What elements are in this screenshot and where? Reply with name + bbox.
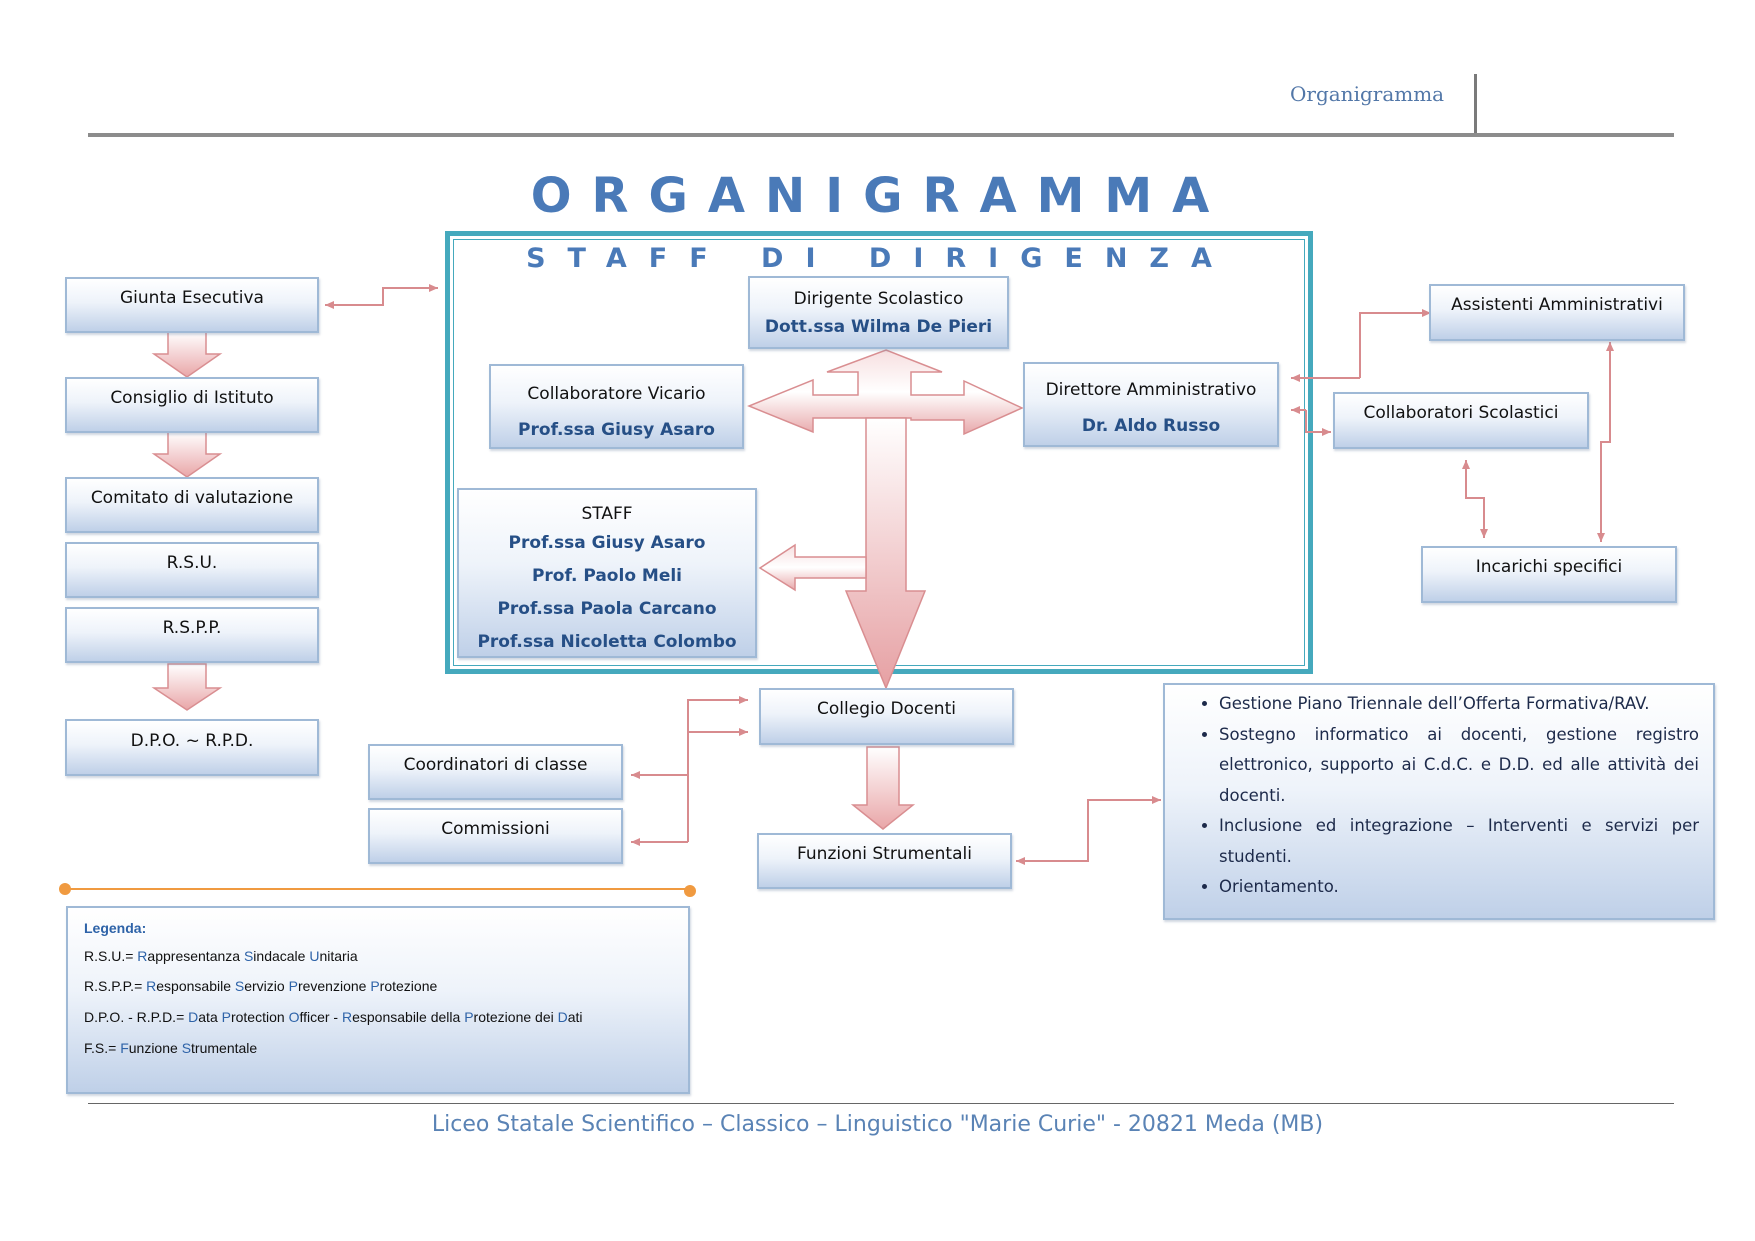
legend-divider xyxy=(64,888,690,890)
footer-text: Liceo Statale Scientifico – Classico – L… xyxy=(431,1112,1324,1137)
down-arrow-3 xyxy=(151,663,223,711)
header-divider-vertical xyxy=(1474,74,1477,136)
incarichi-specifici-box: Incarichi specifici xyxy=(1421,546,1677,603)
giunta-esecutiva-label: Giunta Esecutiva xyxy=(120,288,264,308)
legend-divider-dot xyxy=(684,885,696,897)
collegio-side-connector xyxy=(687,696,748,842)
legend-divider-dot xyxy=(59,883,71,895)
collegio-funzioni-arrow xyxy=(850,746,916,830)
fs-item: Sostegno informatico ai docenti, gestion… xyxy=(1219,720,1699,812)
funzioni-list-connector xyxy=(1016,800,1089,865)
legend-entry-dpo: D.P.O. - R.P.D.= Data Protection Officer… xyxy=(84,1009,583,1025)
header-divider xyxy=(88,133,1674,137)
vicario-name: Prof.ssa Giusy Asaro xyxy=(518,420,715,440)
collaboratore-vicario-box: Collaboratore Vicario Prof.ssa Giusy Asa… xyxy=(489,364,744,449)
assistenti-label: Assistenti Amministrativi xyxy=(1451,295,1663,315)
staff-box: STAFF Prof.ssa Giusy Asaro Prof. Paolo M… xyxy=(457,488,757,658)
dirigente-scolastico-box: Dirigente Scolastico Dott.ssa Wilma De P… xyxy=(748,276,1009,349)
direttore-amministrativo-box: Direttore Amministrativo Dr. Aldo Russo xyxy=(1023,362,1279,447)
coordinatori-classe-box: Coordinatori di classe xyxy=(368,744,623,800)
staff-dirigenza-title: STAFF DI DIRIGENZA xyxy=(526,243,1234,274)
fs-item: Orientamento. xyxy=(1219,872,1699,903)
direttore-role: Direttore Amministrativo xyxy=(1045,380,1257,400)
central-cross-arrow xyxy=(747,349,1024,436)
dirigente-name: Dott.ssa Wilma De Pieri xyxy=(764,317,993,337)
down-arrow-1 xyxy=(151,331,223,378)
direttore-name: Dr. Aldo Russo xyxy=(1081,416,1221,436)
dpo-rpd-box: D.P.O. ~ R.P.D. xyxy=(65,719,319,776)
down-arrow-2 xyxy=(151,431,223,478)
staff-member: Prof.ssa Giusy Asaro xyxy=(508,533,706,553)
rsu-box: R.S.U. xyxy=(65,542,319,598)
staff-member: Prof.ssa Paola Carcano xyxy=(497,599,717,619)
comitato-valutazione-box: Comitato di valutazione xyxy=(65,477,319,533)
legend-entry-rsu: R.S.U.= Rappresentanza Sindacale Unitari… xyxy=(84,948,358,964)
staff-member: Prof.ssa Nicoletta Colombo xyxy=(477,632,737,652)
legend-box: Legenda: R.S.U.= Rappresentanza Sindacal… xyxy=(66,906,690,1094)
staff-member: Prof. Paolo Meli xyxy=(531,566,683,586)
funzioni-strumentali-box: Funzioni Strumentali xyxy=(757,833,1012,889)
incarichi-label: Incarichi specifici xyxy=(1475,557,1623,577)
funzioni-label: Funzioni Strumentali xyxy=(797,844,972,864)
commissioni-label: Commissioni xyxy=(441,819,550,839)
rspp-label: R.S.P.P. xyxy=(162,618,222,638)
rsu-label: R.S.U. xyxy=(166,553,218,573)
commissioni-box: Commissioni xyxy=(368,808,623,864)
funzioni-strumentali-list: Gestione Piano Triennale dell’Offerta Fo… xyxy=(1163,683,1715,920)
legend-entry-rspp: R.S.P.P.= Responsabile Servizio Prevenzi… xyxy=(84,978,438,994)
down-main-arrow xyxy=(844,417,927,690)
fs-item: Gestione Piano Triennale dell’Offerta Fo… xyxy=(1219,689,1699,720)
collegio-label: Collegio Docenti xyxy=(817,699,956,719)
assistenti-amministrativi-box: Assistenti Amministrativi xyxy=(1429,284,1685,341)
collaboratori-scolastici-box: Collaboratori Scolastici xyxy=(1333,392,1589,449)
consiglio-istituto-label: Consiglio di Istituto xyxy=(110,388,274,408)
dirigente-role: Dirigente Scolastico xyxy=(793,289,964,309)
footer-divider xyxy=(88,1103,1674,1104)
collegio-docenti-box: Collegio Docenti xyxy=(759,688,1014,745)
giunta-esecutiva-box: Giunta Esecutiva xyxy=(65,277,319,333)
dpo-rpd-label: D.P.O. ~ R.P.D. xyxy=(130,731,254,751)
vicario-role: Collaboratore Vicario xyxy=(527,384,706,404)
header-section-title: Organigramma xyxy=(1290,82,1445,106)
staff-label: STAFF xyxy=(581,504,633,524)
comitato-valutazione-label: Comitato di valutazione xyxy=(90,488,294,508)
fs-item: Inclusione ed integrazione – Interventi … xyxy=(1219,811,1699,872)
rspp-box: R.S.P.P. xyxy=(65,607,319,663)
staff-left-arrow xyxy=(758,543,867,592)
legend-entry-fs: F.S.= Funzione Strumentale xyxy=(84,1040,258,1056)
collaboratori-label: Collaboratori Scolastici xyxy=(1363,403,1559,423)
consiglio-istituto-box: Consiglio di Istituto xyxy=(65,377,319,433)
legend-heading: Legenda: xyxy=(84,920,147,936)
coordinatori-label: Coordinatori di classe xyxy=(403,755,588,775)
page-title: ORGANIGRAMMA xyxy=(530,168,1230,224)
